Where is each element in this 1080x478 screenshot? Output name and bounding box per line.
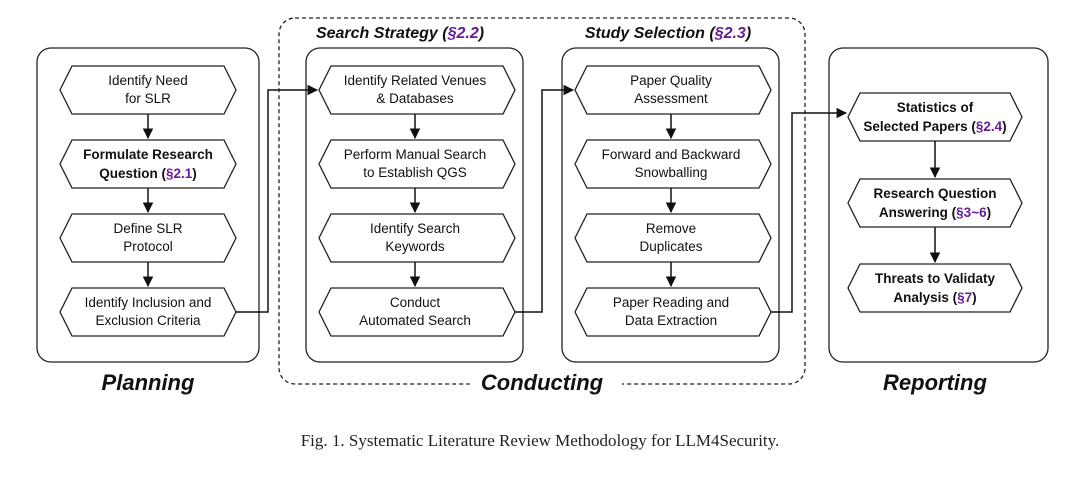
node-define-protocol-line1: Define SLR	[113, 221, 182, 236]
planning-container	[36, 47, 260, 363]
node-quality	[574, 65, 772, 115]
node-keywords-line2: Keywords	[385, 239, 445, 254]
node-reading-line2: Data Extraction	[625, 313, 717, 328]
node-quality-line2: Assessment	[634, 91, 708, 106]
node-manual-search-line2: to Establish QGS	[363, 165, 467, 180]
node-rq-answering-line1: Research Question	[873, 186, 996, 201]
phase-planning: Planning	[102, 370, 195, 395]
node-inclusion-line2: Exclusion Criteria	[95, 313, 201, 328]
node-statistics-line2: Selected Papers (§2.4)	[863, 119, 1006, 134]
node-define-protocol	[59, 213, 237, 263]
node-automated-line2: Automated Search	[359, 313, 471, 328]
node-statistics-line1: Statistics of	[897, 100, 974, 115]
node-formulate	[59, 139, 237, 189]
node-rq-answering-line2: Answering (§3~6)	[879, 205, 991, 220]
node-formulate-line1: Formulate Research	[83, 147, 213, 162]
node-keywords-line1: Identify Search	[370, 221, 460, 236]
node-define-protocol-line2: Protocol	[123, 239, 173, 254]
search-strategy-title: Search Strategy (§2.2)	[316, 25, 484, 42]
node-identify-need-line1: Identify Need	[108, 73, 188, 88]
vertical-arrows	[142, 114, 941, 288]
node-manual-search-line1: Perform Manual Search	[344, 147, 487, 162]
node-statistics	[847, 92, 1023, 142]
node-automated-line1: Conduct	[390, 295, 441, 310]
search-strategy-container	[305, 47, 524, 363]
reporting-container	[828, 47, 1049, 363]
node-threats-line1: Threats to Validaty	[875, 271, 996, 286]
node-rq-answering	[847, 178, 1023, 228]
conducting-container	[278, 17, 806, 385]
node-venues-line1: Identify Related Venues	[344, 73, 487, 88]
node-duplicates-line1: Remove	[646, 221, 696, 236]
node-inclusion-line1: Identify Inclusion and	[85, 295, 212, 310]
node-snowballing-line2: Snowballing	[635, 165, 708, 180]
conducting-label-mask	[470, 372, 622, 398]
node-threats	[847, 263, 1023, 313]
node-quality-line1: Paper Quality	[630, 73, 712, 88]
node-snowballing	[574, 139, 772, 189]
connector-arrows	[236, 84, 848, 313]
node-identify-need-line2: for SLR	[125, 91, 171, 106]
node-reading-line1: Paper Reading and	[613, 295, 729, 310]
node-venues	[318, 65, 516, 115]
node-manual-search	[318, 139, 516, 189]
node-reading	[574, 287, 772, 337]
phase-reporting: Reporting	[883, 370, 987, 395]
phase-conducting: Conducting	[481, 370, 604, 395]
study-selection-container	[561, 47, 780, 363]
node-identify-need	[59, 65, 237, 115]
node-duplicates-line2: Duplicates	[639, 239, 702, 254]
node-duplicates	[574, 213, 772, 263]
figure-caption: Fig. 1. Systematic Literature Review Met…	[301, 431, 780, 450]
node-automated	[318, 287, 516, 337]
study-selection-title: Study Selection (§2.3)	[585, 25, 751, 42]
node-venues-line2: & Databases	[376, 91, 454, 106]
node-threats-line2: Analysis (§7)	[893, 290, 976, 305]
node-snowballing-line1: Forward and Backward	[602, 147, 741, 162]
node-inclusion	[59, 287, 237, 337]
node-keywords	[318, 213, 516, 263]
node-formulate-line2: Question (§2.1)	[99, 166, 197, 181]
